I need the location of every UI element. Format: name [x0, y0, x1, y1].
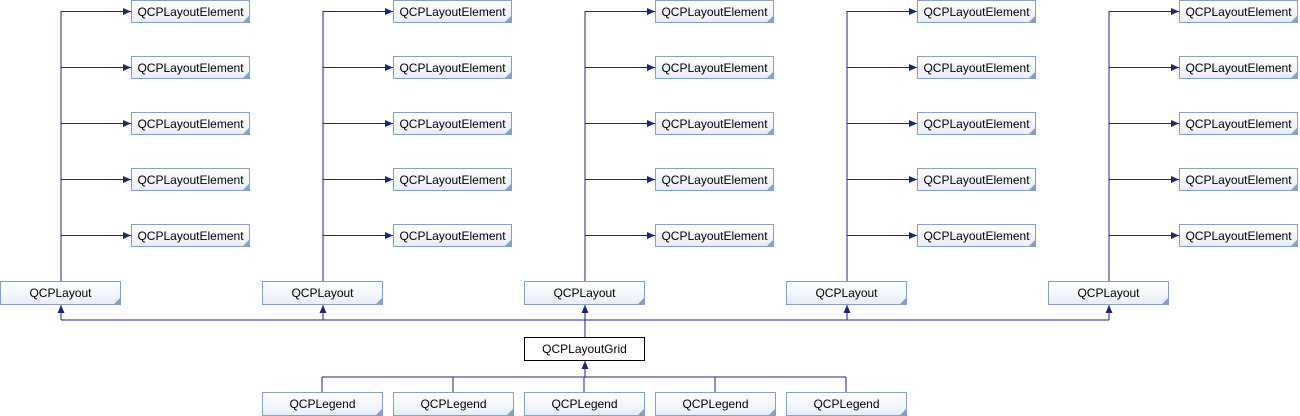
member-arrow — [647, 176, 655, 183]
layout-node[interactable]: QCPLayout — [786, 281, 907, 305]
layout-node[interactable]: QCPLayout — [0, 281, 121, 305]
member-arrow — [1171, 176, 1179, 183]
layout-element-node[interactable]: QCPLayoutElement — [917, 56, 1036, 79]
layout-element-node[interactable]: QCPLayoutElement — [131, 56, 250, 79]
layout-grid-node[interactable]: QCPLayoutGrid — [524, 337, 645, 361]
layout-element-node[interactable]: QCPLayoutElement — [131, 224, 250, 247]
layout-element-node[interactable]: QCPLayoutElement — [1179, 0, 1298, 23]
legend-node[interactable]: QCPLegend — [393, 392, 514, 416]
layout-node[interactable]: QCPLayout — [524, 281, 645, 305]
member-arrow — [647, 120, 655, 127]
legend-node[interactable]: QCPLegend — [786, 392, 907, 416]
layout-node[interactable]: QCPLayout — [262, 281, 383, 305]
layout-element-node[interactable]: QCPLayoutElement — [393, 56, 512, 79]
member-arrow — [647, 232, 655, 239]
member-arrow — [1171, 120, 1179, 127]
layout-element-node[interactable]: QCPLayoutElement — [393, 112, 512, 135]
inheritance-arrow — [319, 305, 327, 313]
layout-element-node[interactable]: QCPLayoutElement — [917, 224, 1036, 247]
layout-element-node[interactable]: QCPLayoutElement — [917, 168, 1036, 191]
member-arrow — [123, 64, 131, 71]
layout-element-node[interactable]: QCPLayoutElement — [917, 112, 1036, 135]
member-arrow — [909, 232, 917, 239]
layout-element-node[interactable]: QCPLayoutElement — [1179, 224, 1298, 247]
layout-element-node[interactable]: QCPLayoutElement — [655, 112, 774, 135]
member-arrow — [123, 176, 131, 183]
layout-element-node[interactable]: QCPLayoutElement — [655, 0, 774, 23]
member-arrow — [385, 8, 393, 15]
member-arrow — [909, 120, 917, 127]
member-arrow — [1171, 232, 1179, 239]
layout-element-node[interactable]: QCPLayoutElement — [131, 168, 250, 191]
layout-element-node[interactable]: QCPLayoutElement — [1179, 168, 1298, 191]
member-arrow — [385, 120, 393, 127]
inheritance-arrow — [1105, 305, 1113, 313]
member-arrow — [909, 64, 917, 71]
member-arrow — [1171, 64, 1179, 71]
layout-element-node[interactable]: QCPLayoutElement — [655, 56, 774, 79]
member-arrow — [1171, 8, 1179, 15]
layout-element-node[interactable]: QCPLayoutElement — [131, 0, 250, 23]
inheritance-arrow — [843, 305, 851, 313]
layout-element-node[interactable]: QCPLayoutElement — [393, 224, 512, 247]
member-arrow — [647, 64, 655, 71]
layout-element-node[interactable]: QCPLayoutElement — [655, 168, 774, 191]
layout-element-node[interactable]: QCPLayoutElement — [1179, 56, 1298, 79]
layout-element-node[interactable]: QCPLayoutElement — [393, 168, 512, 191]
member-arrow — [909, 176, 917, 183]
member-arrow — [123, 120, 131, 127]
layout-element-node[interactable]: QCPLayoutElement — [393, 0, 512, 23]
member-arrow — [123, 232, 131, 239]
member-arrow — [647, 8, 655, 15]
legend-node[interactable]: QCPLegend — [655, 392, 776, 416]
member-arrow — [385, 232, 393, 239]
legend-node[interactable]: QCPLegend — [262, 392, 383, 416]
inheritance-arrow — [57, 305, 65, 313]
legend-node[interactable]: QCPLegend — [524, 392, 645, 416]
inheritance-arrow — [581, 305, 589, 313]
layout-element-node[interactable]: QCPLayoutElement — [131, 112, 250, 135]
member-arrow — [385, 176, 393, 183]
layout-element-node[interactable]: QCPLayoutElement — [1179, 112, 1298, 135]
layout-element-node[interactable]: QCPLayoutElement — [917, 0, 1036, 23]
legend-inheritance-arrow — [581, 361, 589, 369]
member-arrow — [123, 8, 131, 15]
member-arrow — [385, 64, 393, 71]
member-arrow — [909, 8, 917, 15]
layout-element-node[interactable]: QCPLayoutElement — [655, 224, 774, 247]
layout-node[interactable]: QCPLayout — [1048, 281, 1169, 305]
